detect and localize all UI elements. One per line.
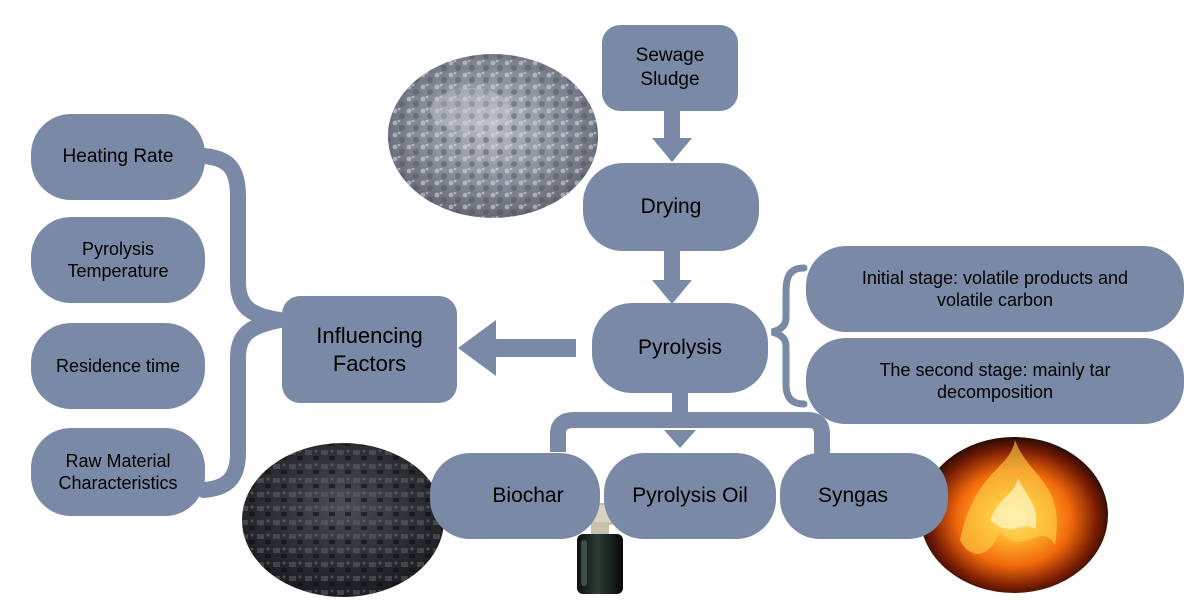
factor-residence-time: Residence time: [31, 323, 205, 409]
factor-pyrolysis-temperature-label: Pyrolysis Temperature: [67, 238, 169, 282]
arrow-pyrolysis-to-factors: [458, 320, 576, 376]
pyrolysis-label: Pyrolysis: [637, 335, 722, 359]
influencing-factors-label: Influencing Factors: [316, 323, 423, 376]
stages-brace: [771, 264, 808, 408]
products-connector: [550, 390, 830, 454]
product-biochar-node: Biochar: [430, 453, 600, 539]
factor-heating-rate-label: Heating Rate: [62, 146, 174, 168]
pyrolysis-oil-bottle-photo: [566, 503, 634, 600]
stage-second-label: The second stage: mainly tar decompositi…: [879, 359, 1111, 403]
sludge-photo: [388, 54, 598, 218]
product-pyrolysis-oil-label: Pyrolysis Oil: [632, 483, 748, 507]
drying-node: Drying: [583, 163, 759, 251]
stage-second-node: The second stage: mainly tar decompositi…: [806, 338, 1184, 424]
stage-initial-node: Initial stage: volatile products and vol…: [806, 246, 1184, 332]
syngas-flame-photo: [920, 437, 1108, 593]
drying-label: Drying: [640, 194, 702, 218]
factor-residence-time-label: Residence time: [55, 355, 181, 376]
influencing-factors-node: Influencing Factors: [282, 296, 457, 403]
factors-brace: [196, 148, 288, 498]
product-syngas-node: Syngas: [780, 453, 948, 539]
product-pyrolysis-oil-node: Pyrolysis Oil: [604, 453, 776, 539]
product-biochar-label: Biochar: [492, 483, 564, 507]
sewage-sludge-label: Sewage Sludge: [635, 45, 705, 90]
sewage-sludge-node: Sewage Sludge: [602, 25, 738, 111]
factor-raw-material: Raw Material Characteristics: [31, 428, 205, 516]
arrow-sludge-to-drying: [652, 104, 692, 162]
arrow-drying-to-pyrolysis: [652, 246, 692, 304]
factor-heating-rate: Heating Rate: [31, 114, 205, 200]
factor-pyrolysis-temperature: Pyrolysis Temperature: [31, 217, 205, 303]
stage-initial-label: Initial stage: volatile products and vol…: [861, 267, 1129, 311]
pyrolysis-node: Pyrolysis: [592, 303, 768, 393]
biochar-photo: [242, 443, 444, 597]
product-syngas-label: Syngas: [817, 483, 889, 507]
factor-raw-material-label: Raw Material Characteristics: [58, 450, 178, 494]
